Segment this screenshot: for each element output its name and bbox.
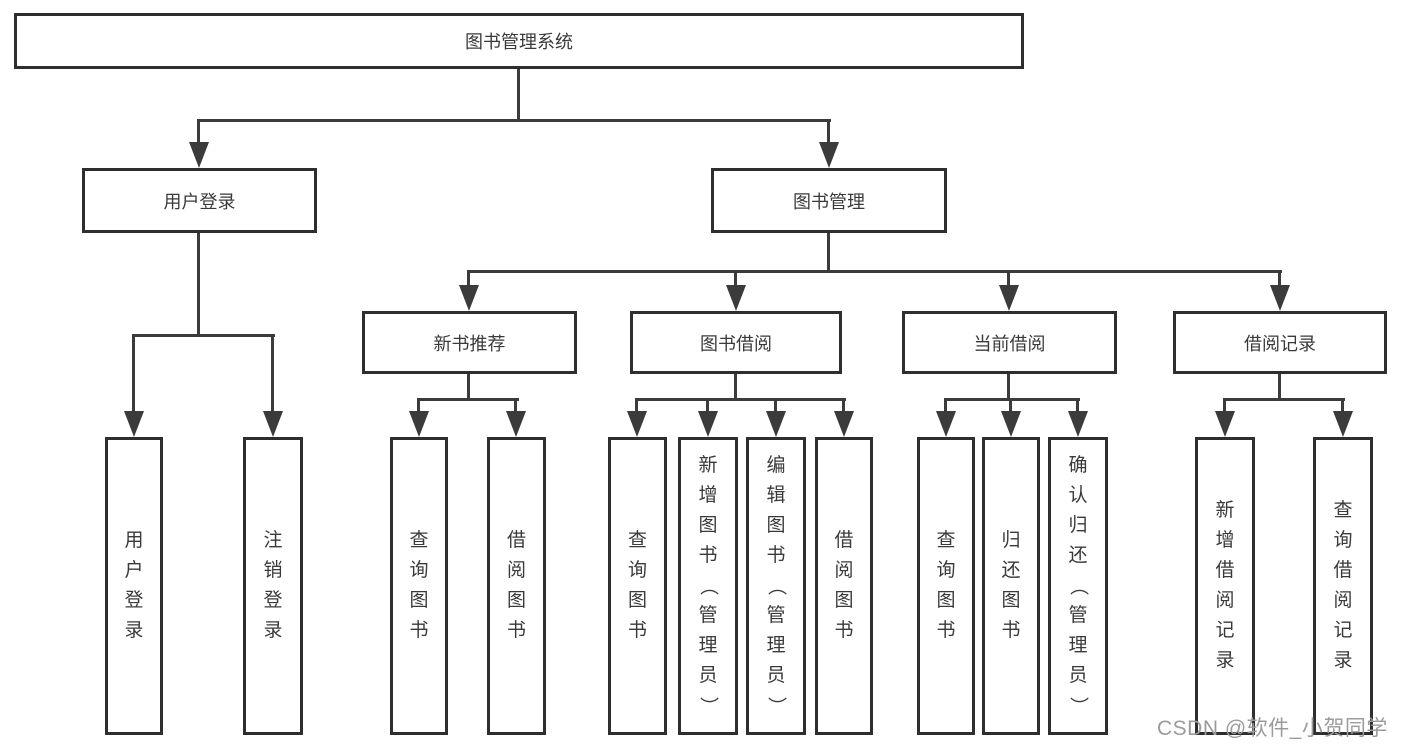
leaf-user-login: 用户登录 [105,437,163,735]
connector-stub [635,398,638,414]
connector-bookmgmt-horizontal [467,270,1282,273]
node-label: 归还图书 [1001,530,1021,641]
node-user-login: 用户登录 [82,168,317,233]
connector-stub [706,398,709,414]
arrow-down-icon [819,142,839,168]
node-label: 新增图书（管理员） [697,455,719,716]
csdn-watermark: CSDN @软件_小贺同学 [1157,717,1388,740]
node-new-book-recommendation: 新书推荐 [362,311,577,374]
arrow-down-icon [459,285,479,311]
node-label: 新书推荐 [433,333,506,354]
node-book-management: 图书管理 [711,168,947,233]
connector-stub [1009,398,1012,414]
node-label: 图书借阅 [700,333,772,354]
arrow-down-icon [627,411,647,437]
leaf-query-books-recommend: 查询图书 [390,437,448,735]
connector-currentborrow-vertical [1007,374,1010,400]
connector-stub [944,398,947,414]
node-label: 注销登录 [263,530,283,641]
arrow-down-icon [1001,411,1021,437]
connector-stub [1076,398,1079,414]
arrow-down-icon [506,411,526,437]
connector-stub-user-login [197,119,200,147]
connector-stub [1341,398,1344,414]
leaf-borrow-books-recommend: 借阅图书 [487,437,546,735]
connector-newbook-horizontal [417,398,519,401]
node-label: 图书管理系统 [465,32,573,52]
arrow-down-icon [1333,411,1353,437]
connector-currentborrow-horizontal [944,398,1080,401]
node-label: 当前借阅 [973,333,1046,354]
node-label: 用户登录 [124,530,144,641]
connector-userlogin-vertical [197,233,200,336]
arrow-down-icon [1215,411,1235,437]
connector-stub [842,398,845,414]
connector-stub-book-borrowing [734,270,737,288]
connector-stub [1223,398,1226,414]
node-label: 新增借阅记录 [1215,500,1235,671]
arrow-down-icon [698,411,718,437]
node-current-borrowing: 当前借阅 [902,311,1117,374]
arrow-down-icon [263,411,283,437]
leaf-add-book-admin: 新增图书（管理员） [678,437,738,735]
connector-root-horizontal [197,119,831,122]
arrow-down-icon [189,142,209,168]
node-label: 查询图书 [936,530,956,641]
leaf-confirm-return-admin: 确认归还（管理员） [1048,437,1108,735]
arrow-down-icon [409,411,429,437]
arrow-down-icon [726,285,746,311]
connector-stub [417,398,420,414]
connector-root-vertical [517,69,520,121]
leaf-edit-book-admin: 编辑图书（管理员） [746,437,806,735]
arrow-down-icon [936,411,956,437]
connector-stub [774,398,777,414]
connector-stub-current-borrowing [1007,270,1010,288]
node-library-management-system: 图书管理系统 [14,13,1024,69]
leaf-borrow-books: 借阅图书 [815,437,873,735]
leaf-add-borrow-record: 新增借阅记录 [1195,437,1255,735]
connector-records-horizontal [1223,398,1345,401]
connector-stub-book-management [827,119,830,147]
node-label: 查询图书 [409,530,429,641]
node-label: 编辑图书（管理员） [765,455,787,716]
leaf-logout: 注销登录 [243,437,303,735]
node-label: 用户登录 [163,191,236,212]
connector-stub [514,398,517,414]
connector-bookborrow-horizontal [635,398,846,401]
leaf-query-borrow-record: 查询借阅记录 [1313,437,1373,735]
connector-bookmgmt-vertical [827,233,830,272]
connector-stub-leaf-user-login [132,334,135,413]
node-book-borrowing: 图书借阅 [630,311,842,374]
arrow-down-icon [766,411,786,437]
node-label: 查询借阅记录 [1333,500,1353,671]
connector-stub-new-book [467,270,470,288]
connector-bookborrow-vertical [734,374,737,400]
node-label: 图书管理 [793,191,865,212]
arrow-down-icon [999,285,1019,311]
arrow-down-icon [124,411,144,437]
connector-stub-borrowing-records [1278,270,1281,288]
connector-stub-leaf-logout [271,334,274,413]
connector-userlogin-horizontal [132,334,275,337]
node-label: 借阅记录 [1244,333,1316,354]
leaf-query-books-current: 查询图书 [917,437,975,735]
node-label: 确认归还（管理员） [1067,455,1089,716]
node-label: 查询图书 [627,530,647,641]
leaf-query-books-borrowing: 查询图书 [608,437,667,735]
connector-newbook-vertical [467,374,470,400]
node-label: 借阅图书 [834,530,854,641]
connector-records-vertical [1278,374,1281,400]
arrow-down-icon [834,411,854,437]
arrow-down-icon [1270,285,1290,311]
arrow-down-icon [1068,411,1088,437]
node-label: 借阅图书 [506,530,526,641]
node-borrowing-records: 借阅记录 [1173,311,1387,374]
leaf-return-books: 归还图书 [982,437,1040,735]
